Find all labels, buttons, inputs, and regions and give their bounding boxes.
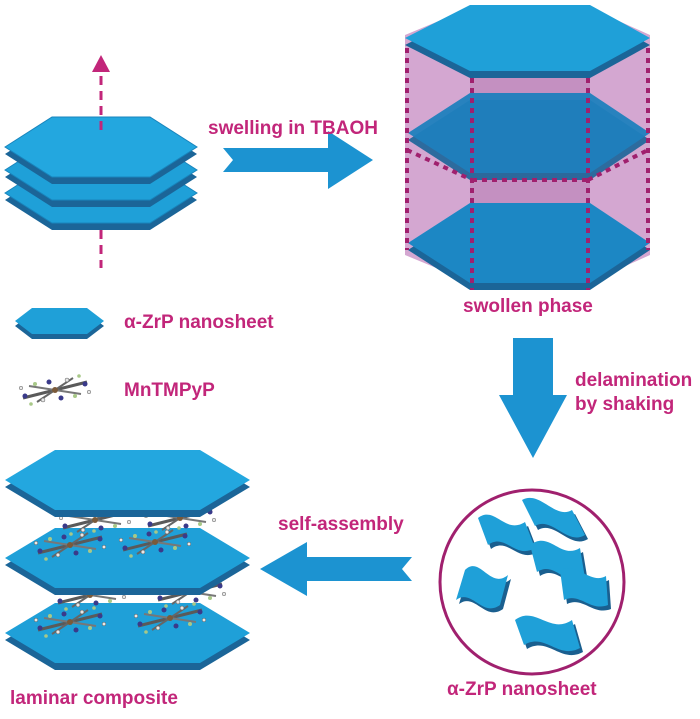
arrow-self-assembly — [260, 542, 412, 596]
label-delamination-line1: delamination — [575, 370, 693, 391]
arrow-swelling — [223, 131, 373, 189]
legend-nanosheet-icon — [15, 308, 104, 339]
swollen-prism — [405, 5, 650, 290]
layered-stack — [4, 55, 198, 268]
label-swollen-phase: swollen phase — [463, 296, 593, 317]
axis-arrowhead — [92, 55, 110, 72]
arrow-delamination — [499, 338, 567, 458]
exfoliated-nanosheets — [438, 488, 626, 676]
label-exfoliated: α-ZrP nanosheet — [447, 679, 597, 700]
label-legend-nanosheet: α-ZrP nanosheet — [124, 312, 274, 333]
laminar-composite — [5, 450, 250, 670]
label-swelling: swelling in TBAOH — [208, 118, 378, 139]
legend-porphyrin-icon — [17, 372, 93, 408]
label-laminar: laminar composite — [10, 688, 178, 709]
label-legend-porphyrin: MnTMPyP — [124, 380, 215, 401]
label-delamination-line2: by shaking — [575, 394, 675, 415]
label-self-assembly: self-assembly — [278, 514, 404, 535]
